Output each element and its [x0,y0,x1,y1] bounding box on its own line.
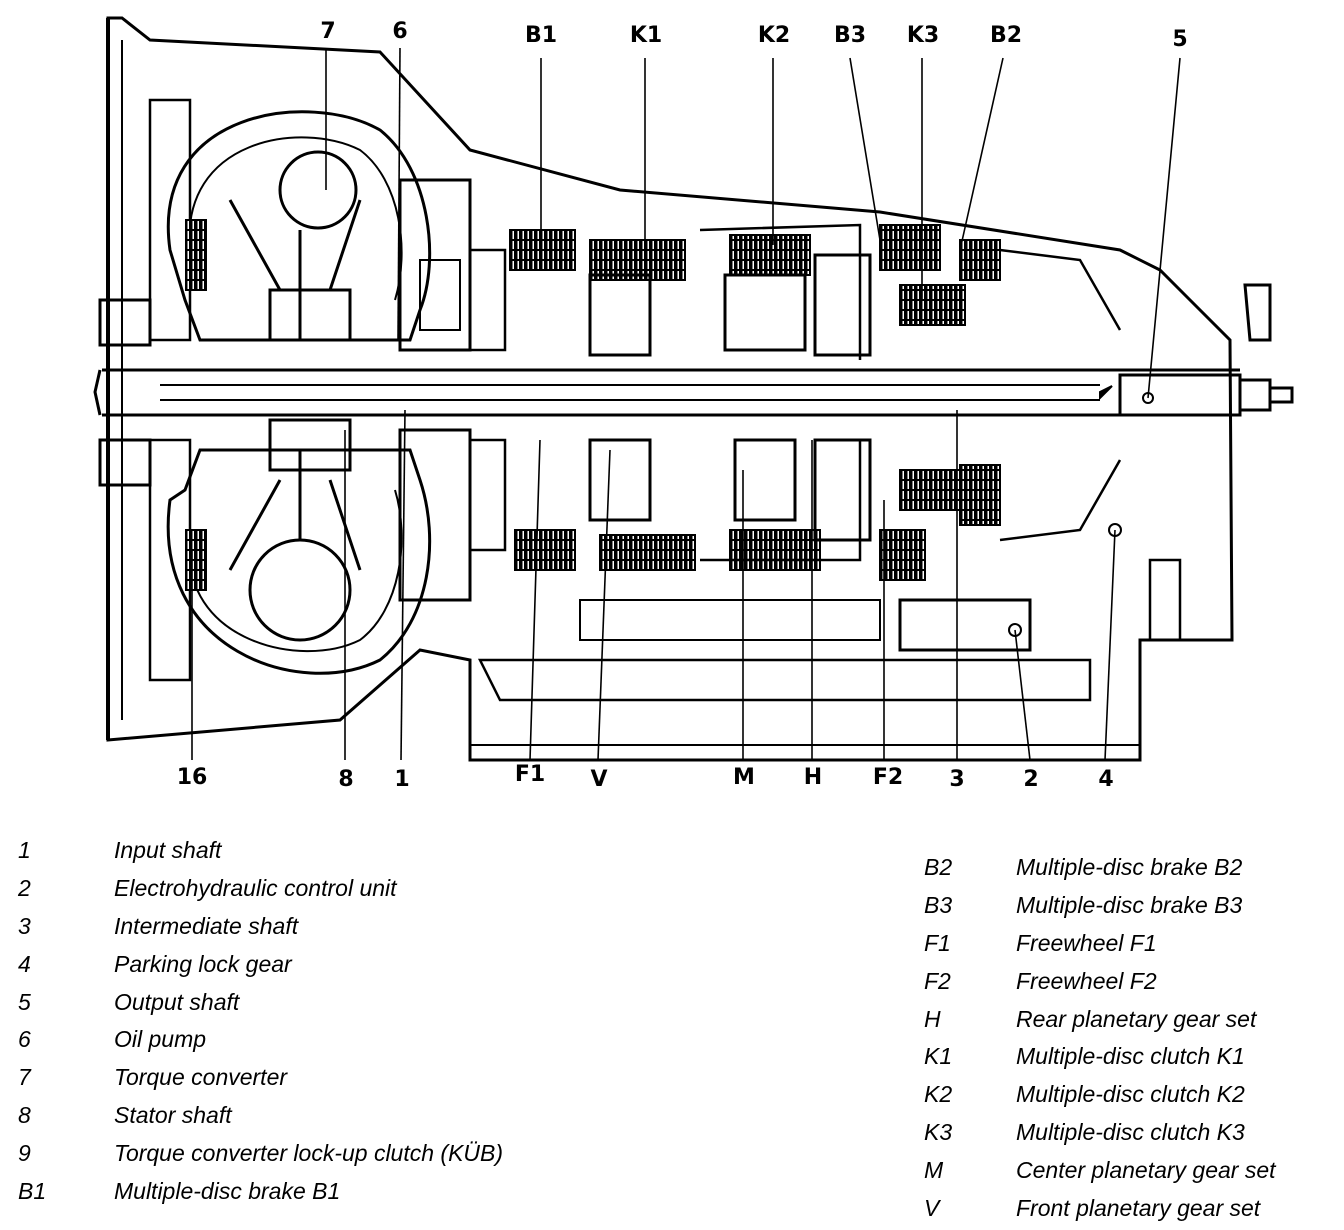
legend-item: 6 Oil pump [18,1021,503,1059]
legend-code: 6 [18,1026,31,1053]
legend-item: 8 Stator shaft [18,1097,503,1135]
callout-4: 4 [1098,767,1114,792]
main-shaft [93,368,1294,417]
callout-7: 7 [320,19,336,44]
clutch-packs-bottom [514,464,1001,581]
legend-code: K2 [924,1081,953,1108]
legend-code: B3 [924,892,953,919]
legend-item: K2 Multiple-disc clutch K2 [924,1076,1276,1114]
legend-label: Stator shaft [114,1101,232,1128]
legend-code: 4 [18,950,31,977]
callout-K1: K1 [629,23,663,48]
legend-code: H [924,1005,941,1032]
callout-5: 5 [1172,27,1188,52]
callout-H: H [803,765,823,790]
legend-label: Parking lock gear [114,950,292,977]
legend-label: Electrohydraulic control unit [114,875,397,902]
legend-item: 7 Torque converter [18,1059,503,1097]
legend-code: M [924,1156,944,1183]
legend-label: Front planetary gear set [1016,1194,1261,1221]
torque-converter [166,110,432,675]
legend-code: 9 [18,1139,31,1166]
legend-item: 2 Electrohydraulic control unit [18,870,503,908]
legend-code: 8 [18,1101,31,1128]
legend-item: K1 Multiple-disc clutch K1 [924,1038,1276,1076]
callout-1: 1 [394,767,410,792]
legend-label: Torque converter [114,1064,288,1091]
legend-label: Output shaft [114,988,240,1015]
callout-3: 3 [949,767,965,792]
callout-8: 8 [338,767,354,792]
legend-item: F2 Freewheel F2 [924,962,1276,1000]
legend-code: F2 [924,967,951,994]
legend-left: 1 Input shaft 2 Electrohydraulic control u… [18,832,503,1210]
callout-M: M [733,765,755,790]
legend-code: B2 [924,854,953,881]
legend-item: V Front planetary gear set [924,1189,1276,1227]
legend-label: Multiple-disc brake B3 [1016,892,1243,919]
legend-label: Multiple-disc brake B2 [1016,854,1243,881]
legend-label: Oil pump [114,1026,207,1053]
legend-code: 5 [18,988,31,1015]
legend-code: 3 [18,912,31,939]
legend-label: Multiple-disc clutch K1 [1016,1043,1245,1070]
legend-item: M Center planetary gear set [924,1151,1276,1189]
legend-code: V [924,1194,940,1221]
legend-label: Freewheel F1 [1016,929,1157,956]
callout-B2: B2 [989,23,1023,48]
legend-code: B1 [18,1177,47,1204]
legend-code: K3 [924,1118,953,1145]
legend-item: B1 Multiple-disc brake B1 [18,1172,503,1210]
callout-16: 16 [176,765,208,790]
callout-F1: F1 [514,762,546,787]
legend-item: H Rear planetary gear set [924,1000,1276,1038]
legend-item: 9 Torque converter lock-up clutch (KÜB) [18,1134,503,1172]
legend-code: F1 [924,929,951,956]
callout-V: V [590,767,608,792]
legend-label: Input shaft [114,837,222,864]
legend-item: 4 Parking lock gear [18,945,503,983]
transmission-cross-section-drawing [93,16,1294,762]
callout-leader-lines [191,47,1181,761]
legend-code: 7 [18,1064,31,1091]
legend-code: K1 [924,1043,953,1070]
legend-item: K3 Multiple-disc clutch K3 [924,1114,1276,1152]
clutch-packs-top [509,224,1001,326]
legend-label: Torque converter lock-up clutch (KÜB) [114,1139,504,1166]
legend-item: B2 Multiple-disc brake B2 [924,849,1276,887]
legend-code: 1 [18,837,31,864]
legend-item: 3 Intermediate shaft [18,908,503,946]
housing-outline [106,16,1234,762]
legend-label: Multiple-disc clutch K2 [1016,1081,1245,1108]
callout-K3: K3 [906,23,940,48]
legend-label: Multiple-disc brake B1 [114,1177,341,1204]
legend-item: 1 Input shaft [18,832,503,870]
legend-label: Rear planetary gear set [1016,1005,1257,1032]
legend-label: Multiple-disc clutch K3 [1016,1118,1245,1145]
legend-item: B3 Multiple-disc brake B3 [924,887,1276,925]
callout-6: 6 [392,19,408,44]
electrohydraulic-control-unit [898,598,1032,652]
legend-label: Intermediate shaft [114,912,299,939]
legend-label: Center planetary gear set [1016,1156,1276,1183]
legend-code: 2 [18,875,31,902]
callout-B3: B3 [833,23,867,48]
planetary-gear-sets [468,223,1122,562]
callout-B1: B1 [524,23,558,48]
legend-item: 5 Output shaft [18,983,503,1021]
oil-pump [398,178,472,602]
callout-K2: K2 [757,23,791,48]
callout-F2: F2 [872,765,904,790]
callout-2: 2 [1023,767,1039,792]
legend-label: Freewheel F2 [1016,967,1157,994]
legend-item: F1 Freewheel F1 [924,925,1276,963]
